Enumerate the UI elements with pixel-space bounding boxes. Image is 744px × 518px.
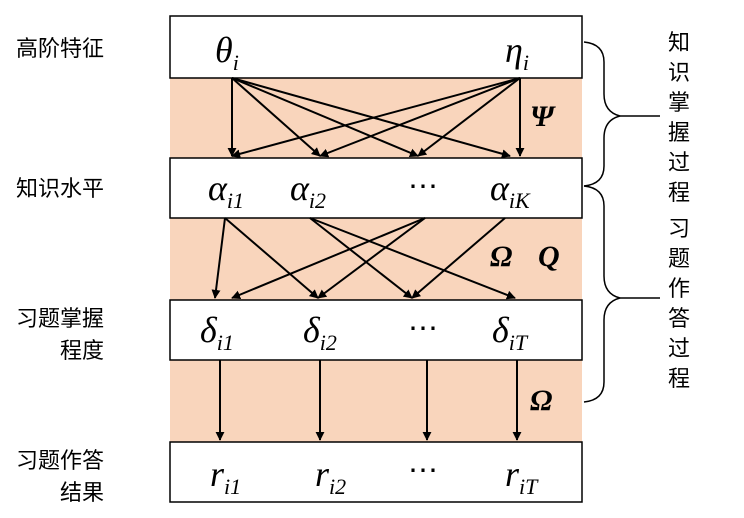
arrow-eta-dots [417,77,521,157]
node-r-i2: ri2 [315,454,346,499]
node-alpha-i1: αi1 [208,168,244,213]
brace-knowledge-mastery [583,41,621,187]
ellipsis-row2: ⋯ [408,170,438,203]
node-alpha-i2: αi2 [290,168,326,213]
node-alpha-iK: αiK [490,168,531,213]
arrows-psi [227,77,525,159]
arrow-theta-aK [231,77,511,159]
svg-text:答: 答 [668,307,690,332]
svg-text:程: 程 [668,367,690,392]
label-response-line2: 结果 [60,481,104,506]
label-response-line1: 习题作答 [16,449,104,474]
process-label-knowledge-mastery: 知 识 掌 握 过 程 [668,31,690,206]
svg-text:程: 程 [668,181,690,206]
node-delta-i2: δi2 [303,310,337,355]
node-delta-i1: δi1 [200,310,234,355]
node-delta-iT: δiT [492,310,529,355]
node-r-i1: ri1 [210,454,241,499]
arrow-theta-dots [231,77,419,158]
arrow-a2-dT [309,217,516,300]
ellipsis-row4: ⋯ [408,454,438,487]
ellipsis-row3: ⋯ [408,312,438,345]
arrow-aK-d2 [317,217,426,299]
arrows-omega-q [211,217,516,300]
svg-text:掌: 掌 [668,91,690,116]
svg-text:作: 作 [668,277,690,302]
arrow-eta-a2 [319,77,521,158]
brace-exercise-response [583,185,621,403]
label-omega-2: Ω [530,384,552,417]
svg-text:题: 题 [668,247,690,272]
arrow-eta-a1 [231,77,521,159]
svg-text:习: 习 [668,217,690,242]
arrow-a1-d2 [224,217,319,299]
arrows-omega [215,360,522,441]
svg-text:识: 识 [668,61,690,86]
arrow-theta-a2 [231,77,321,157]
arrow-a2-dots [309,217,413,299]
box-response [169,441,583,503]
band-omega [170,360,582,442]
node-eta: ηi [505,30,529,75]
node-theta: θi [215,30,239,75]
svg-text:过: 过 [668,151,690,176]
arrow-aK2-dots [411,217,506,299]
band-omega-q [170,218,582,300]
label-higher-order: 高阶特征 [16,37,104,62]
box-knowledge-level [169,157,583,219]
label-mastery-line1: 习题掌握 [16,307,104,332]
arrow-aK-d1 [231,217,426,300]
label-omega-1: Ω [490,240,512,273]
svg-text:过: 过 [668,337,690,362]
process-label-exercise-response: 习 题 作 答 过 程 [668,217,690,392]
box-mastery [169,299,583,361]
label-psi: Ψ [530,100,556,133]
arrow-a1-d1 [211,217,226,299]
label-q: Q [538,240,560,273]
label-knowledge-level: 知识水平 [16,177,104,202]
node-r-iT: riT [505,454,539,499]
svg-text:握: 握 [668,121,690,146]
svg-text:知: 知 [668,31,690,56]
box-higher-order [169,15,583,79]
label-mastery-line2: 程度 [60,339,104,364]
